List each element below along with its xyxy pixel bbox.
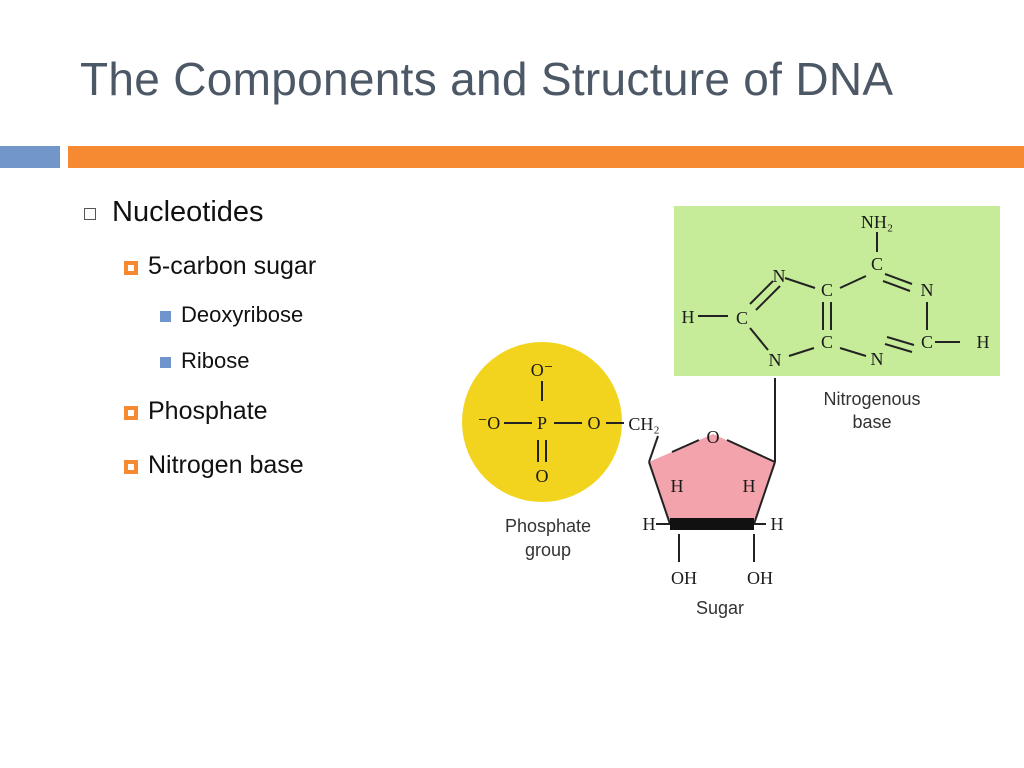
hollow-square-bullet-icon bbox=[84, 207, 96, 220]
sugar-ring bbox=[649, 434, 775, 524]
base-atom-n-glycosidic: N bbox=[769, 350, 782, 370]
sugar-atom-h-inner-right: H bbox=[743, 476, 756, 496]
orange-square-bullet-icon bbox=[124, 405, 138, 420]
nitrogenous-base-label-line2: base bbox=[852, 412, 891, 432]
base-atom-c-center-bottom: C bbox=[821, 332, 833, 352]
base-atom-c-right: C bbox=[921, 332, 933, 352]
phosphate-group-circle bbox=[462, 342, 622, 502]
blue-square-bullet-icon bbox=[160, 356, 171, 368]
bullet-ribose: Ribose bbox=[160, 348, 249, 374]
orange-square-bullet-icon bbox=[124, 459, 138, 474]
bullet-text: 5-carbon sugar bbox=[148, 252, 317, 280]
nucleotide-structure-svg: NH₂ C N N C H C C N C H N Nitrogenous ba… bbox=[462, 206, 1000, 618]
title-divider-blue bbox=[0, 146, 60, 168]
bullet-text: Deoxyribose bbox=[181, 302, 304, 327]
sugar-atom-o-ring: O bbox=[707, 427, 720, 447]
base-atom-nh2: NH₂ bbox=[861, 212, 893, 232]
base-atom-c-top: C bbox=[871, 254, 883, 274]
nucleotide-diagram: NH₂ C N N C H C C N C H N Nitrogenous ba… bbox=[462, 206, 1002, 630]
bullet-5-carbon-sugar: 5-carbon sugar bbox=[124, 252, 316, 281]
sugar-ring-front-edge bbox=[670, 518, 754, 530]
sugar-atom-oh-left: OH bbox=[671, 568, 697, 588]
bullet-phosphate: Phosphate bbox=[124, 397, 268, 426]
nitrogenous-base-label-line1: Nitrogenous bbox=[823, 389, 920, 409]
base-atom-h-right: H bbox=[977, 332, 990, 352]
bullet-text: Nitrogen base bbox=[148, 451, 304, 479]
phosphate-atom-o-right: O bbox=[588, 413, 601, 433]
bullet-text: Nucleotides bbox=[112, 196, 264, 228]
sugar-label: Sugar bbox=[696, 598, 744, 618]
bullet-text: Ribose bbox=[181, 348, 250, 373]
base-atom-h-left: H bbox=[682, 307, 695, 327]
nitrogenous-base-region bbox=[674, 206, 1000, 376]
phosphate-atom-p: P bbox=[537, 413, 547, 433]
bullet-text: Phosphate bbox=[148, 397, 268, 425]
bullet-nitrogen-base: Nitrogen base bbox=[124, 451, 304, 480]
phosphate-atom-o-left: ⁻O bbox=[478, 413, 501, 433]
base-atom-n-bottom: N bbox=[871, 349, 884, 369]
base-atom-c-center-top: C bbox=[821, 280, 833, 300]
bullet-nucleotides: Nucleotides bbox=[84, 196, 264, 229]
phosphate-group-label-line1: Phosphate bbox=[505, 516, 591, 536]
bullet-list: Nucleotides 5-carbon sugar Deoxyribose R… bbox=[0, 0, 460, 520]
base-atom-c-left: C bbox=[736, 308, 748, 328]
base-atom-n-right: N bbox=[921, 280, 934, 300]
sugar-atom-h-inner-left: H bbox=[671, 476, 684, 496]
phosphate-group-label-line2: group bbox=[525, 540, 571, 560]
phosphate-atom-o-top: O⁻ bbox=[531, 360, 554, 380]
sugar-atom-h-outer-right: H bbox=[771, 514, 784, 534]
bond-lines bbox=[504, 232, 960, 562]
sugar-atom-h-outer-left: H bbox=[643, 514, 656, 534]
bullet-deoxyribose: Deoxyribose bbox=[160, 302, 303, 328]
blue-square-bullet-icon bbox=[160, 310, 171, 322]
orange-square-bullet-icon bbox=[124, 260, 138, 275]
title-divider-orange bbox=[68, 146, 1024, 168]
sugar-atom-ch2: CH₂ bbox=[628, 414, 659, 434]
sugar-atom-oh-right: OH bbox=[747, 568, 773, 588]
phosphate-atom-o-bottom: O bbox=[536, 466, 549, 486]
slide-title: The Components and Structure of DNA bbox=[80, 53, 894, 105]
base-atom-n-top-left: N bbox=[773, 266, 786, 286]
